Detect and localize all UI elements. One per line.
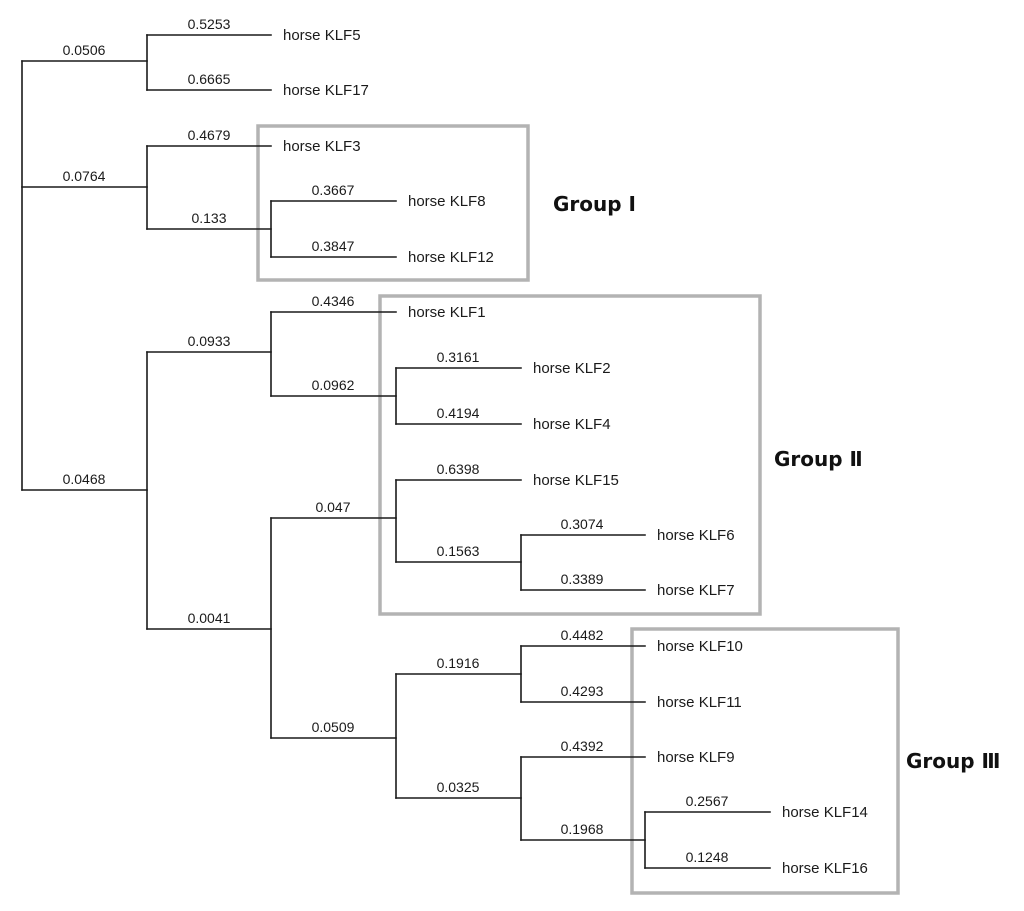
branch-length-label: 0.0962 xyxy=(312,377,355,393)
leaf-label-klf8: horse KLF8 xyxy=(408,193,486,210)
branch-length-label: 0.4346 xyxy=(312,293,355,309)
branch-length-label: 0.4392 xyxy=(561,738,604,754)
leaf-label-klf3: horse KLF3 xyxy=(283,138,361,155)
branch-length-label: 0.3389 xyxy=(561,571,604,587)
leaf-label-klf2: horse KLF2 xyxy=(533,360,611,377)
branch-length-label: 0.0041 xyxy=(188,610,231,626)
leaf-label-klf1: horse KLF1 xyxy=(408,304,486,321)
branch-length-label: 0.1248 xyxy=(686,849,729,865)
leaf-label-klf11: horse KLF11 xyxy=(657,694,742,711)
leaf-label-klf7: horse KLF7 xyxy=(657,582,735,599)
leaf-label-klf6: horse KLF6 xyxy=(657,527,735,544)
branch-length-label: 0.133 xyxy=(191,210,226,226)
group-2-box xyxy=(378,294,762,616)
branch-length-label: 0.3074 xyxy=(561,516,604,532)
branch-length-label: 0.6398 xyxy=(437,461,480,477)
leaf-label-klf17: horse KLF17 xyxy=(283,82,369,99)
leaf-label-klf9: horse KLF9 xyxy=(657,749,735,766)
group-2-label: Group Ⅱ xyxy=(774,447,863,471)
leaf-label-klf15: horse KLF15 xyxy=(533,472,619,489)
leaf-label-klf16: horse KLF16 xyxy=(782,860,868,877)
branch-length-label: 0.1968 xyxy=(561,821,604,837)
branch-length-label: 0.0325 xyxy=(437,779,480,795)
leaf-label-klf12: horse KLF12 xyxy=(408,249,494,266)
leaf-label-klf10: horse KLF10 xyxy=(657,638,743,655)
branch-length-label: 0.3847 xyxy=(312,238,355,254)
branch-length-label: 0.0506 xyxy=(63,42,106,58)
branch-length-label: 0.3667 xyxy=(312,182,355,198)
branch-length-label: 0.1563 xyxy=(437,543,480,559)
branch-length-label: 0.0933 xyxy=(188,333,231,349)
group-3-box xyxy=(630,627,900,895)
branch-length-label: 0.6665 xyxy=(188,71,231,87)
leaf-label-klf14: horse KLF14 xyxy=(782,804,868,821)
branch-length-label: 0.4194 xyxy=(437,405,480,421)
branch-length-label: 0.3161 xyxy=(437,349,480,365)
branch-length-label: 0.0764 xyxy=(63,168,106,184)
group-1-label: Group Ⅰ xyxy=(553,192,636,216)
branch-length-label: 0.4293 xyxy=(561,683,604,699)
branch-length-label: 0.2567 xyxy=(686,793,729,809)
branch-length-label: 0.4679 xyxy=(188,127,231,143)
branch-length-label: 0.047 xyxy=(315,499,350,515)
branch-length-label: 0.4482 xyxy=(561,627,604,643)
leaf-label-klf4: horse KLF4 xyxy=(533,416,611,433)
leaf-label-klf5: horse KLF5 xyxy=(283,27,361,44)
group-3-label: Group Ⅲ xyxy=(906,749,1000,773)
branch-length-label: 0.0468 xyxy=(63,471,106,487)
branch-length-label: 0.5253 xyxy=(188,16,231,32)
branch-length-label: 0.1916 xyxy=(437,655,480,671)
group-1-box xyxy=(256,124,530,282)
branch-length-label: 0.0509 xyxy=(312,719,355,735)
